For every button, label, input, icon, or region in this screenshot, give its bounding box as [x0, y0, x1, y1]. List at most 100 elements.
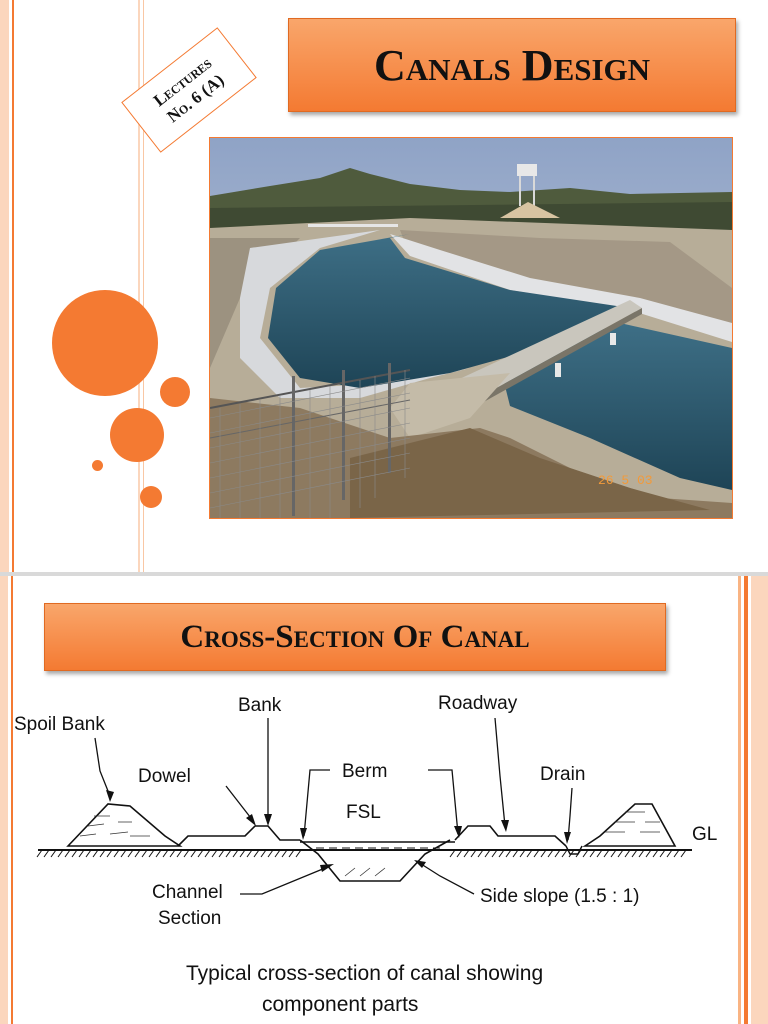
ground-hatch: [50, 849, 57, 858]
ground-hatch: [113, 849, 120, 858]
diagram-caption-line1: Typical cross-section of canal showing: [186, 962, 543, 985]
label-roadway: Roadway: [438, 693, 518, 714]
ground-hatch: [232, 849, 239, 858]
stripe: [0, 576, 8, 1024]
label-bank: Bank: [238, 695, 282, 716]
ground-hatch: [99, 849, 106, 858]
ground-hatch: [484, 849, 491, 858]
slide-title-box: Canals Design: [288, 18, 736, 112]
ground-hatch: [281, 849, 288, 858]
ground-hatch: [267, 849, 274, 858]
slide-cross-section: Cross-Section Of Canal Spoil Bank: [0, 576, 768, 1024]
ground-hatch: [211, 849, 218, 858]
ground-hatch: [449, 849, 456, 858]
photo-date-stamp: 26 5 03: [598, 473, 653, 488]
ground-hatch: [505, 849, 512, 858]
ground-hatch: [631, 849, 638, 858]
ground-hatch: [176, 849, 183, 858]
ground-hatch: [225, 849, 232, 858]
ground-hatch: [498, 849, 505, 858]
ground-hatch: [239, 849, 246, 858]
ground-hatch: [610, 849, 617, 858]
ground-hatch: [127, 849, 134, 858]
ground-hatch: [183, 849, 190, 858]
ground-hatch: [512, 849, 519, 858]
ground-hatch: [589, 849, 596, 858]
ground-hatch: [540, 849, 547, 858]
ground-hatch: [106, 849, 113, 858]
label-berm: Berm: [342, 761, 387, 782]
ground-hatch: [169, 849, 176, 858]
ground-hatch: [295, 849, 302, 858]
slide-title: Canals Design: [373, 40, 651, 90]
ground-hatch: [624, 849, 631, 858]
ground-hatch: [477, 849, 484, 858]
ground-hatch: [204, 849, 211, 858]
ground-hatch: [141, 849, 148, 858]
ground-hatch: [463, 849, 470, 858]
ground-hatch: [596, 849, 603, 858]
label-fsl: FSL: [346, 802, 381, 823]
stripe: [751, 576, 768, 1024]
ground-hatch: [36, 849, 43, 858]
slide-title: Cross-Section Of Canal: [180, 618, 530, 655]
ground-hatch: [92, 849, 99, 858]
ground-hatch: [260, 849, 267, 858]
label-drain: Drain: [540, 764, 585, 785]
ground-hatch: [470, 849, 477, 858]
ground-hatch: [57, 849, 64, 858]
stripe: [738, 576, 741, 1024]
ground-hatch: [673, 849, 680, 858]
ground-hatch: [155, 849, 162, 858]
stripe: [138, 0, 140, 572]
ground-hatch: [519, 849, 526, 858]
ground-hatch: [197, 849, 204, 858]
canal-cross-section-diagram: Spoil Bank Bank Roadway Dowel Berm Drain…: [14, 693, 717, 1016]
ground-hatch: [253, 849, 260, 858]
stripe: [0, 0, 9, 572]
ground-hatch: [148, 849, 155, 858]
decor-circle: [52, 290, 158, 396]
diagram-caption-line2: component parts: [262, 993, 418, 1016]
label-gl: GL: [692, 824, 717, 845]
decor-circle: [110, 408, 164, 462]
lecture-tag: Lectures No. 6 (A): [121, 27, 257, 153]
ground-hatch: [134, 849, 141, 858]
ground-hatch: [288, 849, 295, 858]
ground-hatch: [603, 849, 610, 858]
ground-hatch: [85, 849, 92, 858]
label-dowel: Dowel: [138, 766, 191, 787]
stripe: [11, 576, 13, 1024]
canal-photo: 26 5 03: [209, 137, 733, 519]
ground-hatch: [680, 849, 687, 858]
ground-hatch: [190, 849, 197, 858]
ground-hatch: [582, 849, 589, 858]
label-channel: Channel: [152, 882, 223, 903]
ground-hatch: [666, 849, 673, 858]
ground-hatch: [71, 849, 78, 858]
label-section: Section: [158, 908, 221, 929]
ground-hatch: [246, 849, 253, 858]
ground-hatch: [652, 849, 659, 858]
ground-hatch: [456, 849, 463, 858]
decor-circle: [160, 377, 190, 407]
ground-hatch: [638, 849, 645, 858]
ground-hatch: [162, 849, 169, 858]
ground-hatch: [64, 849, 71, 858]
ground-hatch: [645, 849, 652, 858]
ground-hatch: [43, 849, 50, 858]
stripe: [143, 0, 144, 572]
ground-hatch: [120, 849, 127, 858]
ground-hatch: [547, 849, 554, 858]
slide-canals-design: Lectures No. 6 (A) Canals Design: [0, 0, 736, 572]
ground-hatch: [78, 849, 85, 858]
ground-hatch: [526, 849, 533, 858]
ground-hatch: [617, 849, 624, 858]
ground-hatch: [274, 849, 281, 858]
canal-photo-image: 26 5 03: [209, 138, 732, 518]
label-spoil-bank: Spoil Bank: [14, 714, 105, 735]
ground-hatch: [218, 849, 225, 858]
label-side-slope: Side slope (1.5 : 1): [480, 886, 639, 907]
ground-hatch: [491, 849, 498, 858]
decor-circle: [140, 486, 162, 508]
